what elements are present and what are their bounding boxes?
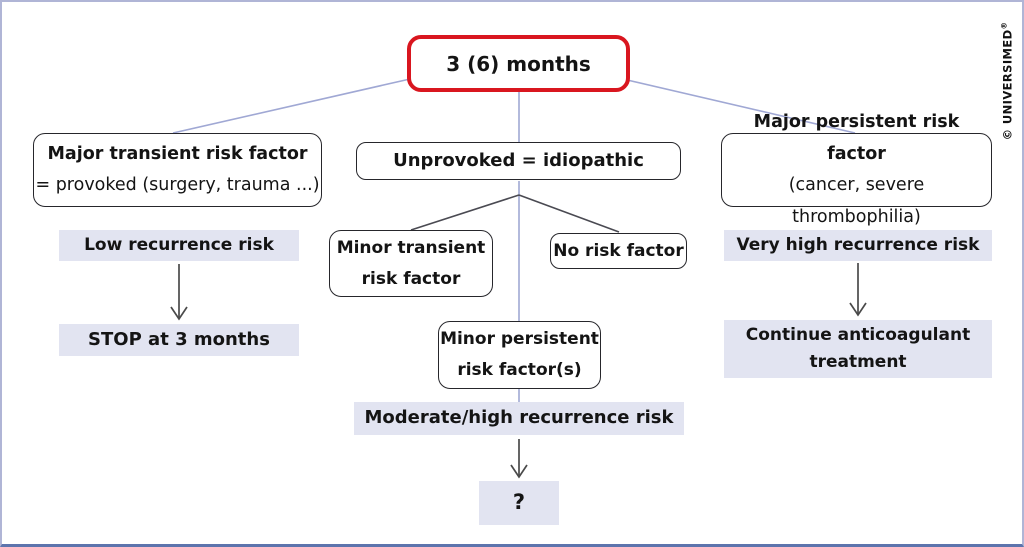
bar-moderate-high-recurrence-risk: Moderate/high recurrence risk [354, 402, 684, 435]
node-minor-transient-line2: risk factor [361, 268, 461, 289]
node-major-transient-risk-factor: Major transient risk factor = provoked (… [33, 133, 322, 207]
bar-stop-at-3-months-label: STOP at 3 months [88, 328, 270, 350]
node-unprovoked-idiopathic-label: Unprovoked = idiopathic [393, 149, 644, 171]
node-major-transient-title: Major transient risk factor [47, 143, 308, 164]
bar-moderate-high-recurrence-risk-label: Moderate/high recurrence risk [364, 407, 674, 429]
bar-continue-line2: treatment [809, 352, 907, 372]
unprovoked-branch-lines [410, 194, 620, 233]
bar-very-high-recurrence-risk-label: Very high recurrence risk [736, 234, 980, 255]
arrow-center-down [510, 439, 528, 479]
node-no-risk-factor: No risk factor [550, 233, 687, 269]
node-minor-transient-risk-factor: Minor transient risk factor [329, 230, 493, 297]
node-no-risk-factor-label: No risk factor [553, 240, 684, 261]
node-unprovoked-idiopathic: Unprovoked = idiopathic [356, 142, 681, 180]
copyright-text: © UNIVERSIMED [1000, 29, 1015, 141]
node-major-persistent-title: Major persistent risk factor [753, 112, 960, 164]
bar-continue-line1: Continue anticoagulant [745, 324, 971, 345]
arrow-right-down [849, 263, 867, 317]
node-major-persistent-risk-factor: Major persistent risk factor (cancer, se… [721, 112, 992, 227]
bar-continue-anticoagulant-treatment: Continue anticoagulant treatment [724, 320, 992, 378]
bar-question-mark-label: ? [512, 490, 526, 515]
node-major-transient-subtitle: = provoked (surgery, trauma ...) [35, 175, 320, 195]
node-duration-months: 3 (6) months [407, 35, 630, 92]
copyright-universimed: © UNIVERSIMED® [999, 10, 1015, 141]
node-minor-transient-line1: Minor transient [336, 237, 486, 258]
registered-trademark-symbol: ® [999, 21, 1009, 30]
bar-very-high-recurrence-risk: Very high recurrence risk [724, 230, 992, 261]
bar-low-recurrence-risk: Low recurrence risk [59, 230, 299, 261]
bar-question-mark: ? [479, 481, 559, 525]
node-duration-months-label: 3 (6) months [446, 51, 591, 76]
bar-stop-at-3-months: STOP at 3 months [59, 324, 299, 356]
node-major-persistent-subtitle: (cancer, severe thrombophilia) [788, 175, 925, 227]
bar-low-recurrence-risk-label: Low recurrence risk [84, 234, 274, 255]
node-minor-persistent-risk-factor: Minor persistent risk factor(s) [438, 321, 601, 389]
node-minor-persistent-line2: risk factor(s) [457, 360, 582, 380]
arrow-left-down [170, 264, 188, 321]
node-minor-persistent-line1: Minor persistent [440, 329, 599, 350]
